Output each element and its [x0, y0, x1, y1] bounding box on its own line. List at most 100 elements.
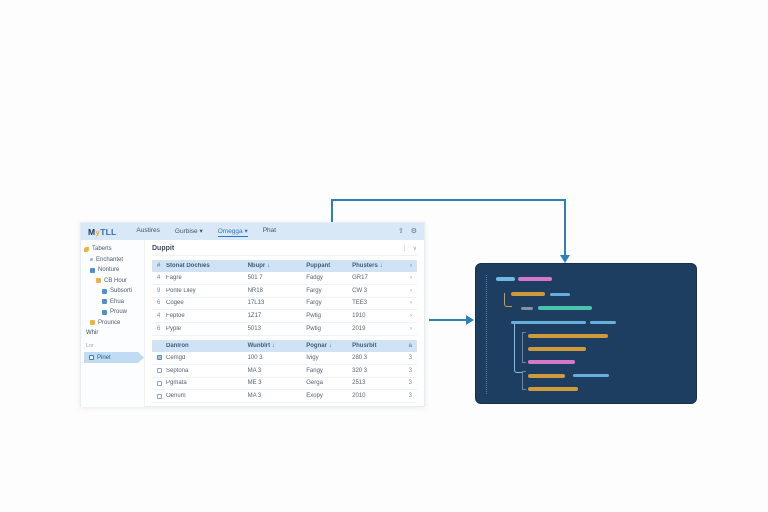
column-header-5[interactable]: a: [408, 342, 412, 349]
sidebar-item-plain[interactable]: Whir: [86, 330, 99, 336]
sidebar-item-nonture[interactable]: Nonture: [84, 265, 142, 276]
cell-1: Cogee: [166, 300, 184, 307]
indent-guide: [514, 324, 522, 373]
column-header-3[interactable]: Pognar ↓: [306, 342, 332, 349]
row-count[interactable]: 3: [408, 393, 412, 400]
nav-item-gurbise[interactable]: Gurbise ▾: [174, 227, 203, 235]
sidebar-item-ehua[interactable]: Ehua: [84, 297, 142, 308]
row-marker: 4: [157, 313, 161, 320]
table-icon: [102, 288, 107, 294]
cell-2: 100 3: [247, 354, 263, 361]
gear-icon[interactable]: ⚙: [410, 228, 417, 235]
sidebar-item-label: Prounce: [98, 319, 121, 326]
cell-2: 17L13: [247, 300, 265, 307]
logo-part-1: M: [88, 226, 96, 237]
sidebar-item-enchantet[interactable]: Enchantet: [84, 255, 142, 266]
records-table-header[interactable]: # Stonat Dochies Nbupr ↓ Puppant Phusters ↓ ›: [152, 260, 417, 272]
sidebar-item-label: Subsorti: [110, 288, 133, 295]
row-chevron-icon[interactable]: ›: [410, 287, 412, 294]
code-token-pink: [518, 277, 552, 281]
row-count[interactable]: 3: [408, 367, 412, 374]
app-window: MyTLL Austires Gurbise ▾ Omegga ▾ Phat ⇧ ⚙ T…: [80, 222, 425, 407]
cell-4: 2010: [352, 393, 366, 400]
code-token-pink: [528, 360, 575, 364]
column-header-2[interactable]: Wunblrt ↓: [247, 342, 275, 349]
sidebar-item-prounce[interactable]: Prounce: [84, 318, 142, 329]
indent-guide: [522, 371, 526, 390]
code-token-orange: [511, 292, 545, 296]
selection-table-header[interactable]: Danlron Wunblrt ↓ Pognar ↓ Phusrbit a: [152, 339, 417, 352]
row-checkbox[interactable]: [157, 393, 162, 399]
cell-1: Oenum: [166, 393, 186, 400]
row-marker: 6: [157, 300, 161, 307]
sidebar-selected-label: Pinet: [97, 354, 111, 361]
sidebar-item-taberts[interactable]: Taberts: [84, 244, 142, 255]
code-panel: [475, 263, 697, 404]
code-token-orange: [528, 387, 578, 391]
header-marker: #: [157, 263, 161, 269]
sidebar-item-subsorti[interactable]: Subsorti: [84, 286, 142, 297]
column-header-5[interactable]: ›: [410, 263, 412, 269]
cell-2: 5013: [247, 326, 261, 333]
app-navbar: MyTLL Austires Gurbise ▾ Omegga ▾ Phat ⇧ ⚙: [81, 223, 424, 240]
cell-1: Septona: [166, 367, 189, 374]
row-checkbox[interactable]: [157, 355, 162, 361]
cell-3: Fargy: [306, 287, 322, 294]
nav-item-omegga[interactable]: Omegga ▾: [217, 227, 248, 237]
cell-3: Pwtig: [306, 326, 321, 333]
code-token-orange: [528, 334, 608, 338]
column-header-1[interactable]: Danlron: [166, 342, 189, 349]
dot-icon: [90, 258, 93, 262]
folder-icon: [96, 278, 101, 284]
app-logo[interactable]: MyTLL: [88, 227, 116, 237]
row-checkbox[interactable]: [157, 380, 162, 386]
table-icon: [102, 299, 107, 305]
cell-1: Cemgd: [166, 354, 186, 361]
cell-1: Pyple: [166, 326, 182, 333]
column-header-4[interactable]: Phusters ↓: [352, 263, 383, 269]
sidebar-item-selected[interactable]: Pinet: [84, 352, 144, 363]
more-icon[interactable]: ⋮: [401, 246, 408, 252]
row-count[interactable]: 3: [408, 380, 412, 387]
table-icon: [102, 309, 107, 315]
row-chevron-icon[interactable]: ›: [410, 313, 412, 320]
row-checkbox[interactable]: [157, 368, 162, 374]
table-icon: [90, 267, 95, 273]
share-icon[interactable]: ⇧: [397, 228, 404, 235]
nav-item-phat[interactable]: Phat: [262, 226, 277, 234]
sidebar-item-label: Prouw: [110, 309, 128, 316]
column-header-1[interactable]: Stonat Dochies: [166, 263, 210, 269]
selection-table-row[interactable]: Oenum MA 3 Exopy 2010 3: [152, 390, 417, 404]
cell-3: Ivigy: [306, 354, 319, 361]
row-chevron-icon[interactable]: ›: [410, 274, 412, 281]
sidebar-item-cb-hour[interactable]: CB Hour: [84, 276, 142, 287]
column-header-4[interactable]: Phusrbit: [352, 342, 377, 349]
cell-2: MA 3: [247, 393, 262, 400]
row-chevron-icon[interactable]: ›: [410, 326, 412, 333]
folder-icon: [90, 320, 95, 326]
cell-3: Exopy: [306, 393, 323, 400]
cell-2: MA 3: [247, 367, 262, 374]
column-header-2[interactable]: Nbupr ↓: [247, 263, 270, 269]
row-count[interactable]: 3: [408, 354, 412, 361]
collapse-icon[interactable]: ∨: [412, 246, 417, 252]
records-table: # Stonat Dochies Nbupr ↓ Puppant Phusters ↓ ›…: [152, 260, 417, 336]
sidebar-item-label: CB Hour: [104, 277, 128, 284]
indent-guide: [522, 332, 526, 363]
sidebar-item-prouw[interactable]: Prouw: [84, 307, 142, 318]
code-token-orange: [528, 374, 565, 378]
column-header-3[interactable]: Puppant: [306, 263, 331, 269]
nav-item-austires[interactable]: Austires: [136, 226, 160, 234]
row-chevron-icon[interactable]: ›: [410, 300, 412, 307]
